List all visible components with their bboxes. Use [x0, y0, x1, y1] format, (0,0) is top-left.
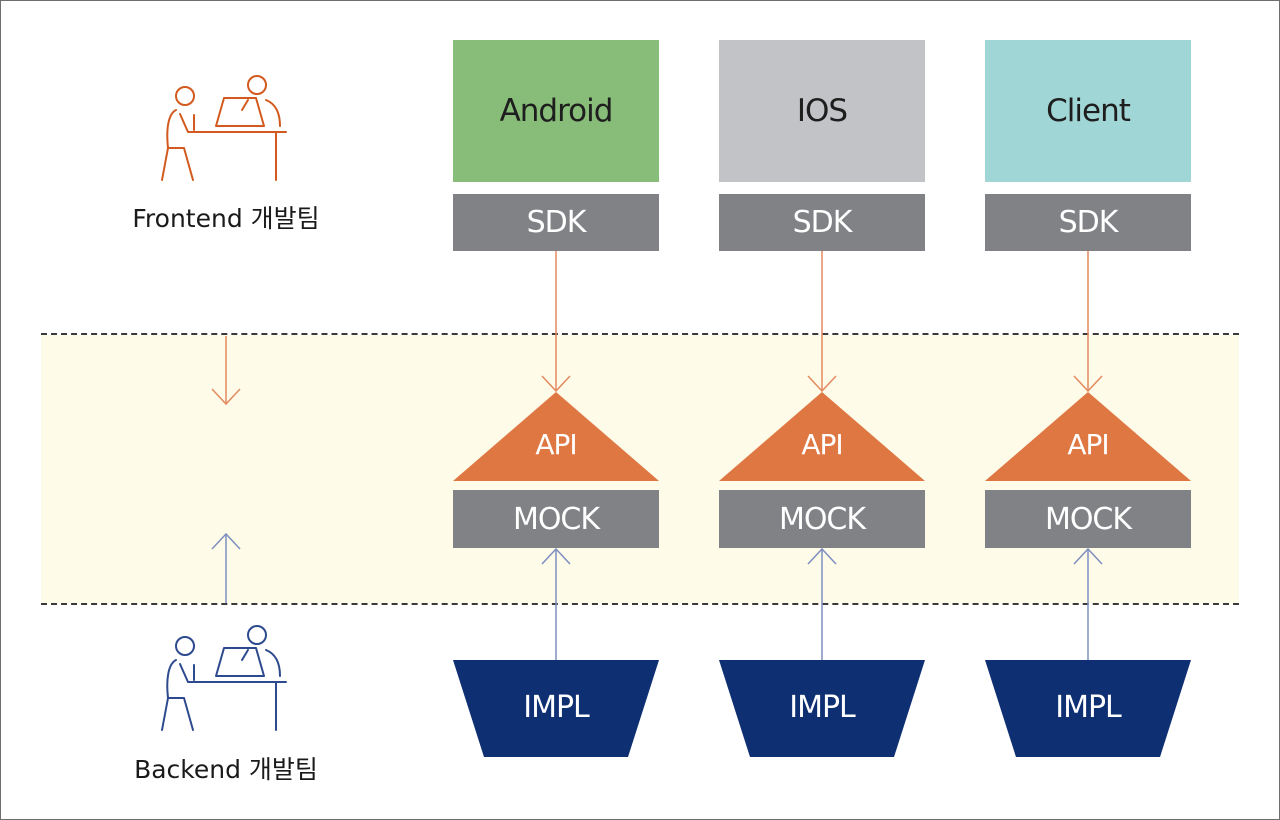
impl-label: IMPL: [523, 690, 590, 725]
platform-box-android: Android: [453, 40, 659, 182]
sdk-to-api-arrow-2: [807, 251, 837, 393]
impl-trapezoid-3: IMPL: [985, 660, 1191, 757]
backend-team-label: Backend 개발팀: [134, 755, 318, 784]
impl-label: IMPL: [1055, 690, 1122, 725]
frontend-team-label: Frontend 개발팀: [132, 204, 320, 233]
mock-label: MOCK: [512, 501, 600, 537]
api-label: API: [535, 428, 577, 461]
platform-box-client: Client: [985, 40, 1191, 182]
backend-up-arrow: [211, 532, 241, 603]
upper-dashed-divider: [41, 333, 1239, 335]
impl-trapezoid-1: IMPL: [453, 660, 659, 757]
sdk-box-3: SDK: [985, 194, 1191, 251]
sdk-box-2: SDK: [719, 194, 925, 251]
platform-label: IOS: [796, 93, 848, 129]
frontend-developer-icon: [161, 75, 287, 181]
impl-label: IMPL: [789, 690, 856, 725]
api-triangle-1: API: [453, 392, 659, 481]
sdk-label: SDK: [792, 205, 853, 240]
platform-box-ios: IOS: [719, 40, 925, 182]
mock-label: MOCK: [1044, 501, 1132, 537]
mock-label: MOCK: [778, 501, 866, 537]
mock-box-3: MOCK: [985, 490, 1191, 548]
sdk-to-api-arrow-1: [541, 251, 571, 393]
platform-label: Android: [499, 93, 614, 129]
api-label: API: [1067, 428, 1109, 461]
sdk-label: SDK: [526, 205, 587, 240]
mock-box-2: MOCK: [719, 490, 925, 548]
mock-box-1: MOCK: [453, 490, 659, 548]
frontend-down-arrow: [211, 336, 241, 406]
api-triangle-2: API: [719, 392, 925, 481]
sdk-box-1: SDK: [453, 194, 659, 251]
api-triangle-3: API: [985, 392, 1191, 481]
platform-label: Client: [1046, 93, 1131, 129]
lower-dashed-divider: [41, 603, 1239, 605]
impl-trapezoid-2: IMPL: [719, 660, 925, 757]
backend-developer-icon: [161, 625, 287, 731]
impl-to-mock-arrow-2: [807, 547, 837, 660]
impl-to-mock-arrow-1: [541, 547, 571, 660]
sdk-to-api-arrow-3: [1073, 251, 1103, 393]
sdk-label: SDK: [1058, 205, 1119, 240]
api-label: API: [801, 428, 843, 461]
impl-to-mock-arrow-3: [1073, 547, 1103, 660]
